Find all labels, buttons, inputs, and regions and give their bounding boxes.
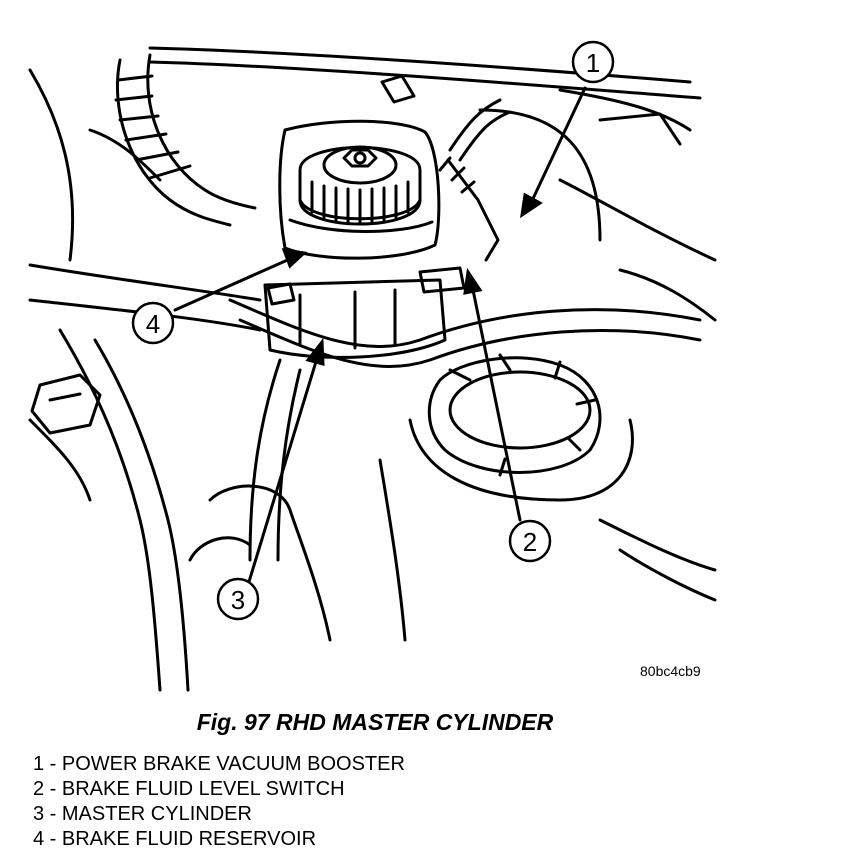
figure-caption: Fig. 97 RHD MASTER CYLINDER [196,709,554,735]
callout-circle-2 [508,519,552,563]
upper-hose-line [148,60,702,100]
master-cylinder-illustration: 1 2 3 4 [28,40,717,692]
leader-line-3 [246,353,320,587]
cap-top [322,145,398,185]
callout-label-2: 2 [523,527,537,557]
arrowhead-1 [520,192,543,219]
arrowhead-2 [463,267,483,295]
callout-label-1: 1 [586,48,600,78]
ribbed-hose [115,58,232,227]
leader-line-4 [173,256,294,312]
callout-label-3: 3 [231,585,245,615]
arrowhead-4 [281,248,308,269]
lower-hose [208,484,332,642]
legend-item: 2 - BRAKE FLUID LEVEL SWITCH [33,778,345,800]
leader-line-2 [470,283,522,522]
callout-circle-3 [216,577,260,621]
callout-circle-4 [131,301,175,345]
left-hose [58,328,162,692]
left-frame [28,68,75,262]
legend: 1 - POWER BRAKE VACUUM BOOSTER 2 - BRAKE… [33,752,405,852]
level-switch-connector [448,98,502,152]
leader-line-1 [528,86,587,207]
legend-item: 1 - POWER BRAKE VACUUM BOOSTER [33,753,405,775]
master-cylinder-body [263,278,447,359]
legend-item: 4 - BRAKE FLUID RESERVOIR [33,828,317,850]
legend-item: 3 - MASTER CYLINDER [33,803,252,825]
callout-label-4: 4 [146,309,160,339]
upper-hose-line [148,46,692,84]
fluid-reservoir [278,119,441,260]
vacuum-booster [478,108,602,242]
round-cap [427,356,602,474]
callout-circle-1 [571,40,615,84]
right-lower-lines [598,518,717,572]
ribbed-hose [146,53,257,210]
left-lines [28,263,262,302]
brake-line [228,298,702,348]
clip-bracket [380,74,416,104]
left-bolt [30,373,102,435]
arrowhead-3 [305,337,325,366]
image-code: 80bc4cb9 [640,663,701,679]
